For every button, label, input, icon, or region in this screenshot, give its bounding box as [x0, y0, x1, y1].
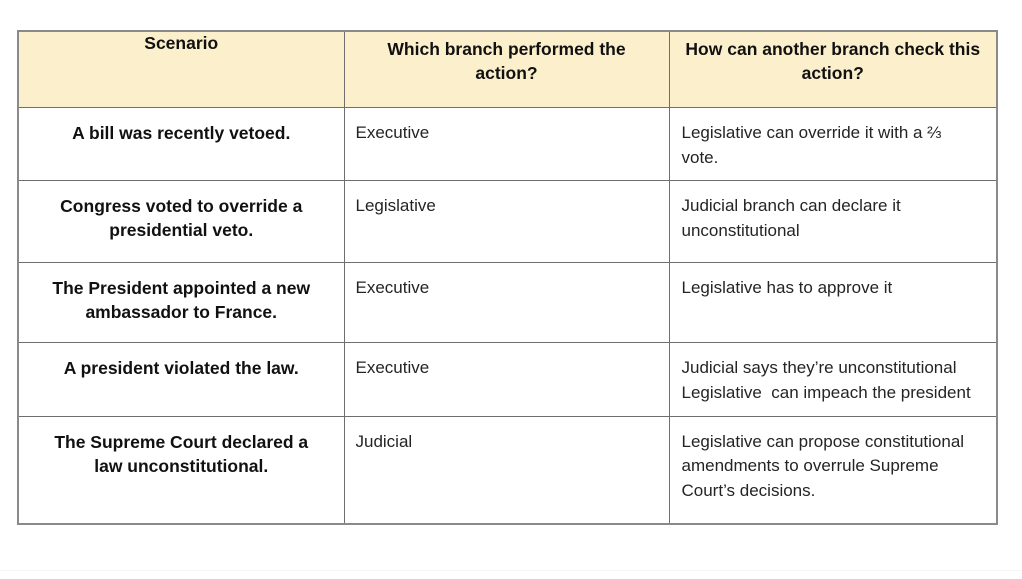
- cell-branch: Legislative: [343, 180, 670, 264]
- table-row: Congress voted to override a presidentia…: [17, 180, 998, 264]
- column-header-check: How can another branch check this action…: [668, 30, 998, 108]
- checks-and-balances-table: Scenario Which branch performed the acti…: [17, 30, 998, 526]
- cell-check-text: Legislative has to approve it: [670, 263, 997, 311]
- table-body: A bill was recently vetoed. Executive Le…: [17, 106, 998, 525]
- column-header-branch-label: Which branch performed the action?: [387, 39, 626, 83]
- cell-branch-text: Legislative: [355, 196, 436, 216]
- table-row: A bill was recently vetoed. Executive Le…: [17, 106, 998, 182]
- cell-branch-text: Executive: [355, 358, 430, 378]
- cell-check: Legislative has to approve it: [668, 262, 998, 344]
- cell-scenario: A president violated the law.: [17, 342, 345, 417]
- cell-check-line: vote.: [681, 147, 719, 167]
- cell-scenario-text: The Supreme Court declared a law unconst…: [54, 431, 309, 476]
- column-header-check-label: How can another branch check this action…: [685, 39, 981, 83]
- cell-check: Legislative can propose constitutional a…: [668, 415, 998, 525]
- cell-check-line: Court’s decisions.: [681, 480, 816, 500]
- cell-scenario-text: The President appointed a new ambassador…: [52, 278, 311, 323]
- column-header-branch: Which branch performed the action?: [343, 30, 670, 108]
- cell-check-line: Judicial branch can declare it: [681, 196, 901, 216]
- cell-check-line: Judicial says they’re unconstitutional: [681, 358, 957, 378]
- cell-scenario: The Supreme Court declared a law unconst…: [17, 415, 345, 525]
- table-header: Scenario Which branch performed the acti…: [17, 30, 998, 108]
- cell-check-text: Legislative can override it with a ⅔ vot…: [670, 108, 997, 180]
- cell-branch: Executive: [343, 262, 670, 344]
- table-row: The Supreme Court declared a law unconst…: [17, 415, 998, 525]
- cell-check-line: unconstitutional: [681, 220, 800, 240]
- cell-scenario-text: A president violated the law.: [63, 358, 299, 379]
- cell-check-line: Legislative has to approve it: [681, 278, 893, 298]
- cell-check-text: Judicial says they’re unconstitutional L…: [670, 343, 997, 415]
- cell-check-text: Judicial branch can declare it unconstit…: [670, 181, 997, 253]
- cell-branch: Executive: [343, 342, 670, 417]
- cell-check-line: amendments to overrule Supreme: [681, 456, 939, 476]
- cell-branch-text: Executive: [355, 123, 430, 142]
- bottom-divider: [0, 570, 1022, 571]
- table-row: A president violated the law. Executive …: [17, 342, 998, 417]
- cell-check-line: Legislative can impeach the president: [681, 382, 971, 402]
- column-header-scenario: Scenario: [17, 30, 345, 108]
- cell-scenario: Congress voted to override a presidentia…: [17, 180, 345, 264]
- table-row: The President appointed a new ambassador…: [17, 262, 998, 344]
- cell-check-line: Legislative can propose constitutional: [681, 431, 965, 451]
- cell-scenario: A bill was recently vetoed.: [17, 106, 345, 182]
- checks-and-balances-table-wrapper: Scenario Which branch performed the acti…: [17, 30, 998, 526]
- column-header-scenario-label: Scenario: [144, 33, 219, 53]
- cell-check: Judicial says they’re unconstitutional L…: [668, 342, 998, 417]
- cell-branch: Judicial: [343, 415, 670, 525]
- cell-scenario-text: A bill was recently vetoed.: [72, 123, 291, 143]
- table-header-row: Scenario Which branch performed the acti…: [17, 30, 998, 108]
- cell-branch-text: Judicial: [355, 431, 413, 451]
- cell-branch-text: Executive: [355, 278, 430, 298]
- cell-check-line: Legislative can override it with a ⅔: [681, 123, 942, 142]
- cell-check: Judicial branch can declare it unconstit…: [668, 180, 998, 264]
- cell-branch: Executive: [343, 106, 670, 182]
- cell-check-text: Legislative can propose constitutional a…: [670, 417, 997, 514]
- cell-check: Legislative can override it with a ⅔ vot…: [668, 106, 998, 182]
- cell-scenario-text: Congress voted to override a presidentia…: [60, 196, 303, 241]
- cell-scenario: The President appointed a new ambassador…: [17, 262, 345, 344]
